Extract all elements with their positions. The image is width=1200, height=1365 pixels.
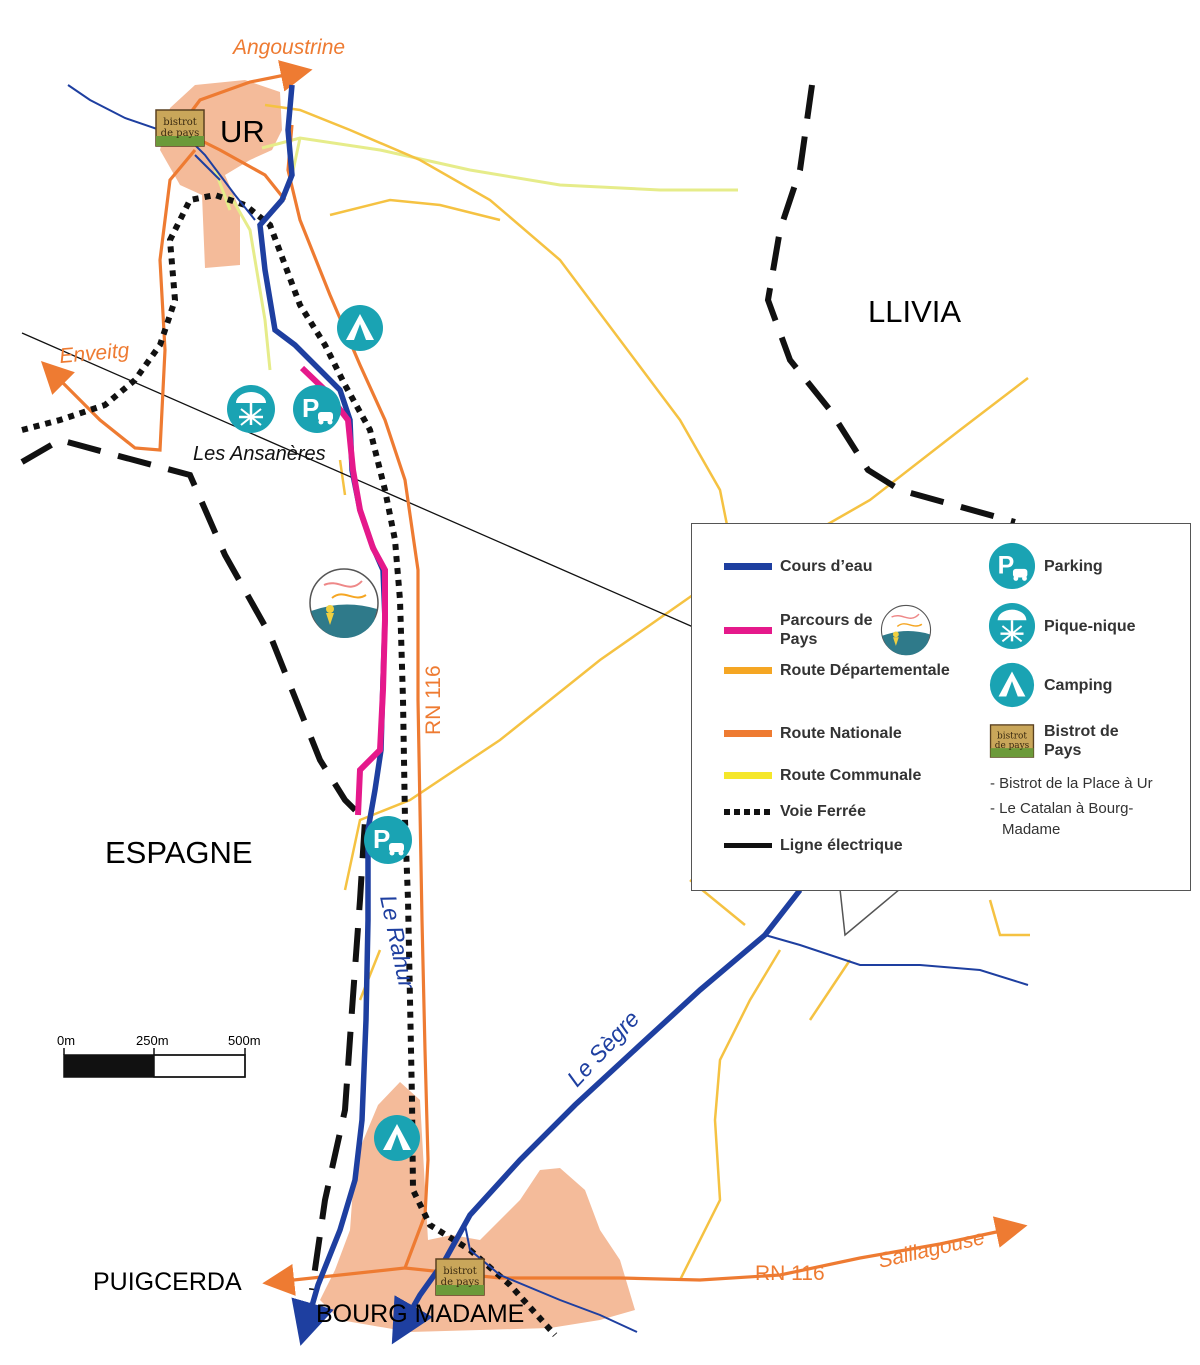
legend-label: Bistrot de Pays [1044,723,1119,759]
legend-item-voie-ferree: Voie Ferrée [724,802,866,821]
parking-icon[interactable] [293,385,341,433]
legend-item-parking: Parking [988,542,1103,590]
route-communale [213,136,738,371]
legend-swatch [724,772,772,779]
legend-label: Parcours de Pays [780,612,873,648]
parcours-de-pays-icon [880,604,932,656]
picnic-icon[interactable] [225,383,277,435]
frontier-line [20,84,1016,1291]
legend-label: Voie Ferrée [780,803,866,820]
camping-icon[interactable] [337,305,383,351]
legend-label: Route Départementale [780,662,950,679]
legend-note-bourg-madame: - Le Catalan à Bourg- [990,800,1134,817]
place-bourg-madame: BOURG MADAME [316,1300,524,1328]
place-espagne: ESPAGNE [105,835,253,870]
place-puigcerda: PUIGCERDA [93,1268,242,1296]
parcours-de-pays [299,365,388,816]
bistrot-de-pays-icon[interactable] [155,109,205,147]
direction-angoustrine: Angoustrine [231,36,345,59]
legend-item-cours-d-eau: Cours d’eau [724,557,872,576]
legend-label: Cours d’eau [780,558,873,575]
legend-item-bistrot-de-pays: Bistrot de Pays [988,722,1154,760]
place-llivia: LLIVIA [868,294,961,329]
legend-label: Parking [1044,557,1103,575]
bistrot-de-pays-icon[interactable] [435,1258,485,1296]
legend-item-pique-nique: Pique-nique [988,602,1136,650]
legend-item-camping: Camping [988,661,1112,709]
road-label-rn116-vertical: RN 116 [422,665,445,735]
legend-swatch [724,563,772,570]
legend-label: Route Nationale [780,725,902,742]
legend-label: Camping [1044,676,1113,694]
voie-ferree [21,191,558,1338]
legend-callout-tail [839,888,903,937]
legend: Cours d’eau Parcours de Pays Route Dépar… [691,523,1191,891]
legend-label: Ligne électrique [780,837,903,854]
parking-icon [988,542,1036,590]
legend-item-route-nationale: Route Nationale [724,724,902,743]
place-ur: UR [220,114,265,149]
legend-item-route-departementale: Route Départementale [724,661,960,680]
scale-bar: 0m 250m 500m [57,1033,261,1078]
legend-swatch [724,626,772,634]
legend-swatch [724,843,772,848]
road-label-rn116-horizontal: RN 116 [755,1262,825,1285]
camping-icon [989,662,1035,708]
place-les-ansaneres: Les Ansanères [193,443,326,465]
legend-item-route-communale: Route Communale [724,766,921,785]
bistrot-de-pays-icon [989,724,1035,758]
river-label-le-rahur: Le Rahur [375,893,420,992]
picnic-icon [988,602,1036,650]
legend-note-ur: - Bistrot de la Place à Ur [990,775,1153,792]
scale-tick-0: 0m [57,1033,75,1048]
legend-swatch [724,667,772,674]
scale-tick-250: 250m [136,1033,169,1048]
legend-swatch [724,808,772,815]
scale-tick-500: 500m [228,1033,261,1048]
camping-icon[interactable] [374,1115,420,1161]
legend-swatch [724,730,772,737]
parcours-de-pays-icon[interactable] [309,568,379,640]
direction-saillagouse: Saillagouse [876,1226,987,1273]
legend-item-ligne-electrique: Ligne électrique [724,836,903,855]
legend-item-parcours-de-pays: Parcours de Pays [724,604,932,656]
legend-note-bourg-madame-cont: Madame [1002,821,1061,838]
parking-icon[interactable] [364,816,412,864]
direction-enveitg: Enveitg [58,339,130,368]
legend-label: Pique-nique [1044,617,1136,635]
legend-label: Route Communale [780,767,922,784]
